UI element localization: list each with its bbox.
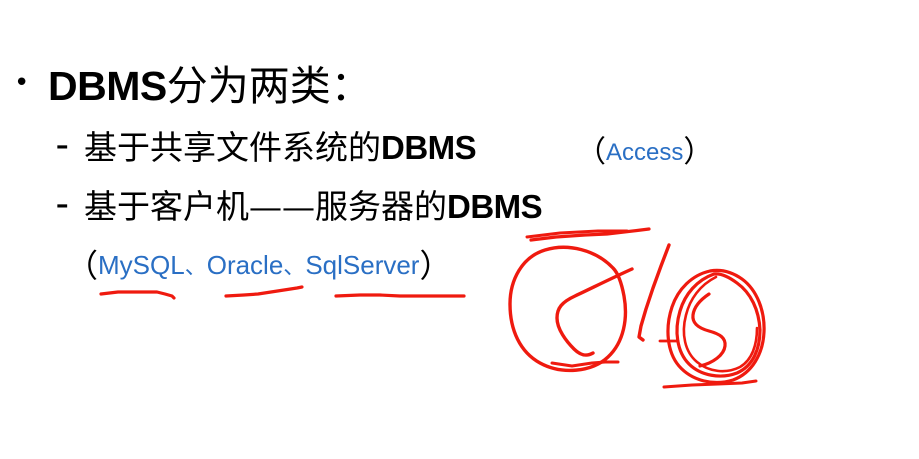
ink-underline-s-circle bbox=[662, 379, 758, 389]
title-latin-text: DBMS bbox=[48, 63, 167, 109]
product-name-mysql: MySQL bbox=[98, 250, 185, 280]
sub-item-1-latin-text: DBMS bbox=[381, 129, 477, 166]
product-list-line: （MySQL、Oracle、SqlServer） bbox=[66, 250, 451, 282]
ink-stray-stroke bbox=[525, 229, 629, 239]
sub-item-line-1: –基于共享文件系统的DBMS bbox=[56, 128, 477, 167]
sub-item-line-2: –基于客户机——服务器的DBMS bbox=[56, 187, 543, 226]
annotation-close-paren: ） bbox=[683, 135, 714, 170]
ink-slash bbox=[637, 243, 671, 342]
ink-circle-s-outline-outer bbox=[666, 268, 766, 385]
ink-circle-c-outline bbox=[508, 245, 628, 373]
product-name-oracle: Oracle bbox=[206, 250, 284, 280]
ink-circle-s-outline-inner bbox=[675, 272, 762, 378]
ink-underline-oracle bbox=[224, 285, 304, 298]
bullet-line-title: •DBMS分为两类： bbox=[14, 66, 372, 107]
ink-underline-mysql bbox=[99, 290, 176, 300]
annotation-open-paren: （ bbox=[576, 135, 606, 170]
product-list-close-paren: ） bbox=[419, 247, 452, 285]
ink-underline-sqlserver bbox=[334, 293, 466, 298]
product-list-open-paren: （ bbox=[66, 247, 99, 285]
product-name-sqlserver: SqlServer bbox=[305, 250, 420, 280]
dash-bullet-icon-1: – bbox=[56, 131, 69, 160]
ink-letter-c bbox=[555, 267, 634, 357]
ink-circle-s-outline-third bbox=[682, 275, 759, 373]
ink-letter-s bbox=[691, 292, 727, 368]
sub-item-1-cjk-text: 基于共享文件系统的 bbox=[84, 128, 381, 167]
bullet-point-icon: • bbox=[14, 68, 30, 98]
product-list-separator-2: 、 bbox=[283, 255, 306, 280]
title-cjk-text: 分为两类： bbox=[166, 62, 372, 110]
annotation-access-label: Access bbox=[606, 139, 684, 166]
ink-underline-dbms bbox=[529, 227, 651, 242]
annotation-access: （Access） bbox=[576, 138, 713, 168]
sub-item-2-latin-text: DBMS bbox=[447, 188, 543, 225]
dash-bullet-icon-2: – bbox=[56, 190, 69, 219]
product-list-separator-1: 、 bbox=[184, 255, 207, 280]
sub-item-2-cjk-text: 基于客户机——服务器的 bbox=[84, 187, 447, 226]
ink-circle-c-tail bbox=[550, 360, 620, 368]
